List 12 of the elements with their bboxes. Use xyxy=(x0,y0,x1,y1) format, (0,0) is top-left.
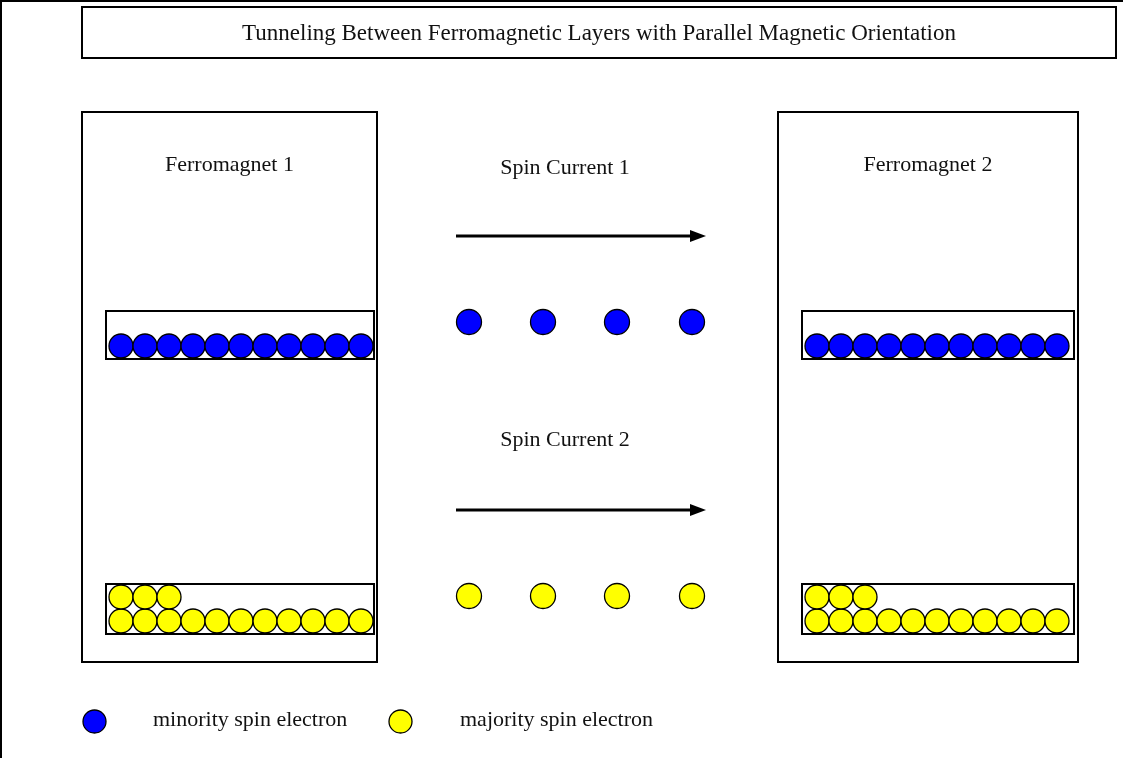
spin-current-label: Spin Current 1 xyxy=(500,154,630,180)
spin-current-label: Spin Current 2 xyxy=(500,426,630,452)
legend-label: minority spin electron xyxy=(153,706,348,732)
legend-label: majority spin electron xyxy=(460,706,654,732)
heading: Ferromagnet 1 xyxy=(164,151,295,177)
electron-band-box xyxy=(801,310,1075,360)
heading: Ferromagnet 2 xyxy=(862,151,994,177)
ferromagnet-box xyxy=(81,111,378,663)
heading: Tunneling Between Ferromagnetic Layers with Parallel Magnetic Orientation xyxy=(241,20,957,46)
ferromagnet-box xyxy=(777,111,1079,663)
electron-band-box xyxy=(105,310,375,360)
title-box xyxy=(81,6,1117,59)
